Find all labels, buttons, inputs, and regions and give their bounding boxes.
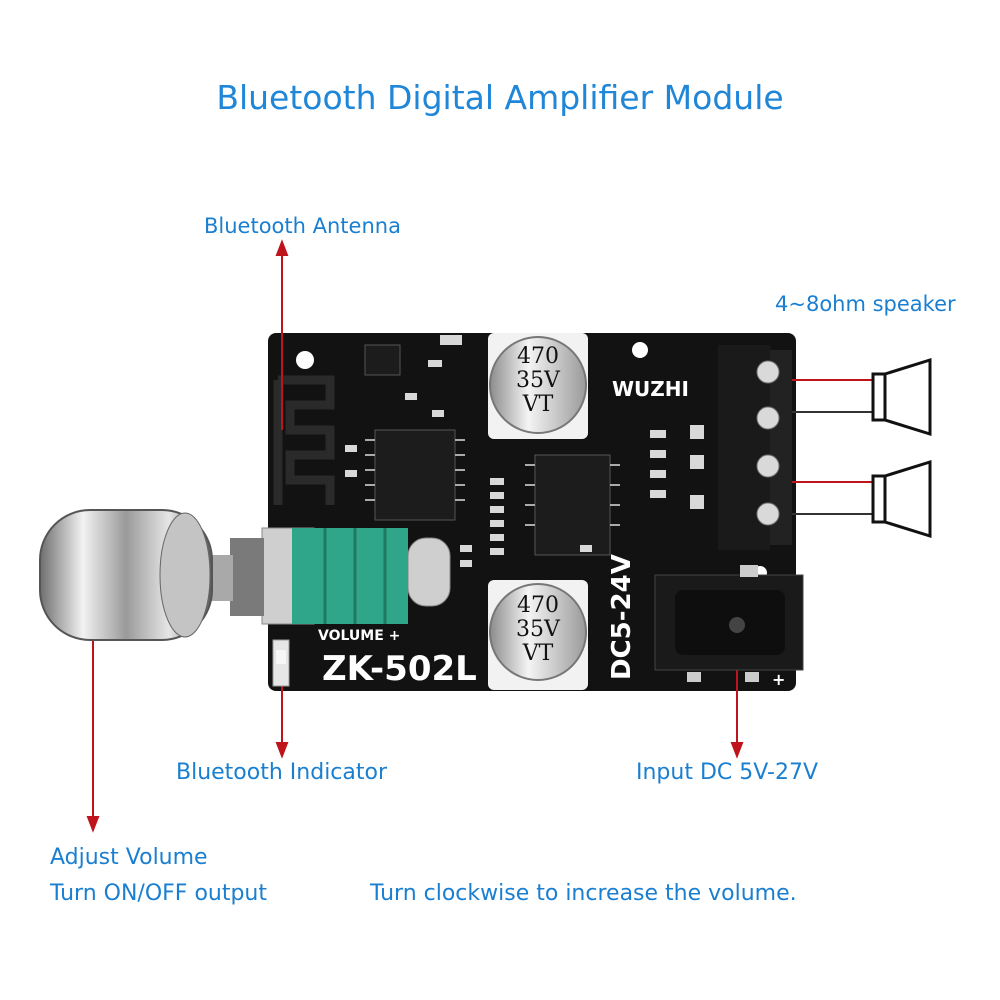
speaker-label: 4~8ohm speaker [775, 292, 956, 316]
crystal [407, 537, 451, 607]
speaker-terminal-block [718, 345, 792, 550]
speaker-icon-2 [871, 459, 932, 539]
bluetooth-indicator-label: Bluetooth Indicator [176, 760, 388, 785]
volume-knob [39, 509, 213, 641]
cap-top-line3: VT [522, 392, 554, 417]
bluetooth-indicator-led [272, 639, 290, 687]
cap-bottom-line3: VT [522, 641, 554, 666]
capacitor-top: 470 35V VT [488, 333, 588, 439]
capacitor-bottom: 470 35V VT [488, 580, 588, 690]
chip-pins [365, 439, 620, 526]
page-title: Bluetooth Digital Amplifier Module [216, 78, 784, 117]
clockwise-note: Turn clockwise to increase the volume. [370, 881, 797, 906]
antenna-trace [273, 375, 335, 505]
bluetooth-antenna-label: Bluetooth Antenna [204, 214, 401, 238]
volume-label: VOLUME + [318, 628, 400, 644]
adjust-volume-label: Adjust Volume [50, 845, 208, 870]
cap-top-line2: 35V [516, 368, 561, 393]
plus-mark: + [772, 670, 785, 689]
turn-on-off-label: Turn ON/OFF output [50, 881, 268, 906]
potentiometer [205, 527, 408, 625]
speaker-icon-1 [871, 357, 932, 437]
input-dc-label: Input DC 5V-27V [636, 760, 818, 785]
smd-components [345, 335, 704, 567]
cap-bottom-line2: 35V [516, 617, 561, 642]
brand-label: WUZHI [612, 377, 689, 401]
cap-bottom-line1: 470 [517, 593, 559, 618]
cap-top-line1: 470 [517, 344, 559, 369]
model-label: ZK-502L [322, 649, 477, 689]
chips [364, 344, 611, 556]
dc-jack [654, 565, 804, 682]
voltage-label: DC5-24V [607, 554, 637, 680]
